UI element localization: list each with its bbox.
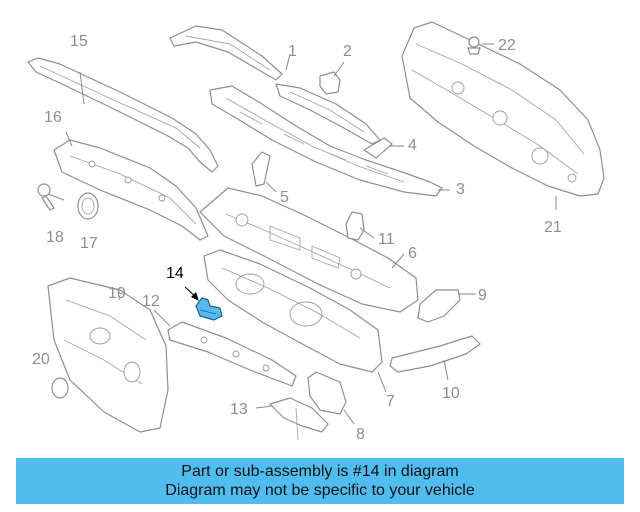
- callout-15: 15: [70, 33, 88, 50]
- callout-1: 1: [288, 43, 297, 60]
- callout-10: 10: [442, 385, 460, 402]
- callout-19: 19: [108, 285, 126, 302]
- part-8-panel: [307, 371, 347, 415]
- part-3-upper-cowl: [209, 85, 443, 197]
- callout-8: 8: [356, 426, 365, 443]
- callout-3: 3: [456, 181, 465, 198]
- callout-6: 6: [408, 245, 417, 262]
- part-22-clip: [467, 36, 481, 55]
- part-13-bracket: [269, 397, 329, 441]
- callout-4: 4: [408, 137, 417, 154]
- callout-20: 20: [32, 351, 50, 368]
- banner-line-1: Part or sub-assembly is #14 in diagram: [181, 463, 459, 480]
- part-15-rail: [27, 57, 219, 173]
- callout-9: 9: [478, 287, 487, 304]
- part-11-bracket: [345, 211, 365, 241]
- callout-5: 5: [280, 189, 289, 206]
- leader-14: [184, 286, 199, 301]
- info-banner: Part or sub-assembly is #14 in diagram D…: [16, 458, 624, 504]
- banner-line-2: Diagram may not be specific to your vehi…: [165, 482, 475, 499]
- part-4-bracket: [363, 137, 393, 159]
- parts-diagram: 1 2 3 4 5 6 7 8 9 10 11 12 13 14 15 16 1…: [27, 21, 605, 443]
- part-14-highlighted: [195, 297, 223, 321]
- callout-12: 12: [142, 293, 160, 310]
- part-6-cowl-panel: [199, 187, 419, 313]
- part-2-bracket: [319, 71, 341, 95]
- part-12-strip: [167, 321, 297, 387]
- part-18-bolt: [37, 183, 55, 211]
- part-cowl-lower-panel: [275, 83, 381, 145]
- callout-7: 7: [386, 393, 395, 410]
- part-21-dash-assembly: [401, 21, 605, 197]
- part-17-grommet: [77, 192, 99, 220]
- part-20-grommet: [51, 377, 69, 399]
- part-10-rail: [389, 335, 481, 373]
- callout-17: 17: [80, 235, 98, 252]
- part-7-dash-panel: [203, 249, 383, 373]
- callout-21: 21: [544, 219, 562, 236]
- callout-18: 18: [46, 229, 64, 246]
- callout-22: 22: [498, 37, 516, 54]
- callout-13: 13: [230, 401, 248, 418]
- callout-2: 2: [343, 43, 352, 60]
- leader-lines: [47, 43, 557, 425]
- part-16-bracket: [53, 139, 209, 241]
- callout-14: 14: [166, 265, 184, 282]
- part-1-cowl-panel: [169, 25, 283, 81]
- callout-11: 11: [378, 231, 395, 248]
- part-19-insulator: [47, 277, 169, 433]
- callout-16: 16: [44, 109, 62, 126]
- part-9-bracket: [417, 289, 461, 323]
- part-5-strip: [251, 151, 271, 187]
